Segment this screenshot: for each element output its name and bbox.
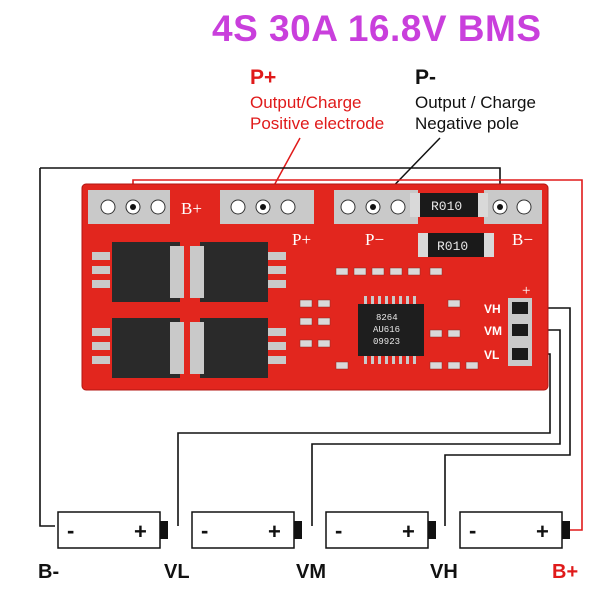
silk-plus: + — [522, 283, 530, 299]
mosfet-2 — [190, 242, 286, 302]
mosfets — [92, 242, 286, 378]
silk-bminus: B− — [512, 230, 533, 249]
bms-board: B+ P+ P− B− + VH VM VL R010 R010 — [81, 183, 549, 391]
p-plus-desc-line2: Positive electrode — [250, 114, 385, 133]
label-vm: VM — [296, 561, 326, 583]
silk-pplus: P+ — [292, 230, 311, 249]
silk-pminus: P− — [365, 230, 384, 249]
protection-ic: 8264 AU616 09923 — [358, 296, 424, 364]
silk-vm: VM — [484, 324, 502, 338]
resistor-2: R010 — [418, 233, 494, 257]
battery-cell-2-minus: - — [201, 518, 208, 543]
p-plus-label: P+ — [250, 66, 277, 89]
battery-pack: - + - + - + - + — [57, 511, 570, 549]
ic-line3: 09923 — [373, 337, 400, 347]
wire-bminus — [39, 168, 55, 527]
resistor-1: R010 — [410, 193, 488, 217]
label-bminus: B- — [38, 561, 60, 583]
mosfet-3 — [92, 318, 184, 378]
battery-cell-3: - + — [325, 511, 436, 549]
p-minus-description: Output / Charge Negative pole — [415, 92, 536, 134]
battery-cell-4-plus: + — [536, 519, 549, 544]
p-plus-desc-line1: Output/Charge — [250, 93, 362, 112]
resistor-1-label: R010 — [431, 199, 462, 214]
label-vh: VH — [430, 561, 458, 583]
battery-cell-3-plus: + — [402, 519, 415, 544]
battery-cell-1: - + — [57, 511, 168, 549]
smd-components — [299, 267, 479, 370]
label-vl: VL — [164, 561, 190, 583]
silk-bplus: B+ — [181, 199, 202, 218]
wire-vm — [311, 329, 561, 526]
ic-line1: 8264 — [376, 313, 398, 323]
diagram-title: 4S 30A 16.8V BMS — [212, 8, 542, 49]
mosfet-1 — [92, 242, 184, 302]
wire-vh — [444, 307, 571, 526]
balance-connector — [508, 298, 532, 366]
p-plus-description: Output/Charge Positive electrode — [250, 92, 384, 134]
p-minus-label: P- — [415, 66, 436, 89]
battery-cell-2: - + — [191, 511, 302, 549]
resistor-2-label: R010 — [437, 239, 468, 254]
silk-vl: VL — [484, 348, 499, 362]
p-minus-desc-line2: Negative pole — [415, 114, 519, 133]
mosfet-4 — [190, 318, 286, 378]
battery-cell-4: - + — [459, 511, 570, 549]
silk-vh: VH — [484, 302, 501, 316]
battery-cell-2-plus: + — [268, 519, 281, 544]
label-bplus: B+ — [552, 561, 579, 583]
battery-cell-1-plus: + — [134, 519, 147, 544]
battery-cell-1-minus: - — [67, 518, 74, 543]
p-minus-desc-line1: Output / Charge — [415, 93, 536, 112]
battery-cell-3-minus: - — [335, 518, 342, 543]
battery-cell-4-minus: - — [469, 518, 476, 543]
ic-line2: AU616 — [373, 325, 400, 335]
